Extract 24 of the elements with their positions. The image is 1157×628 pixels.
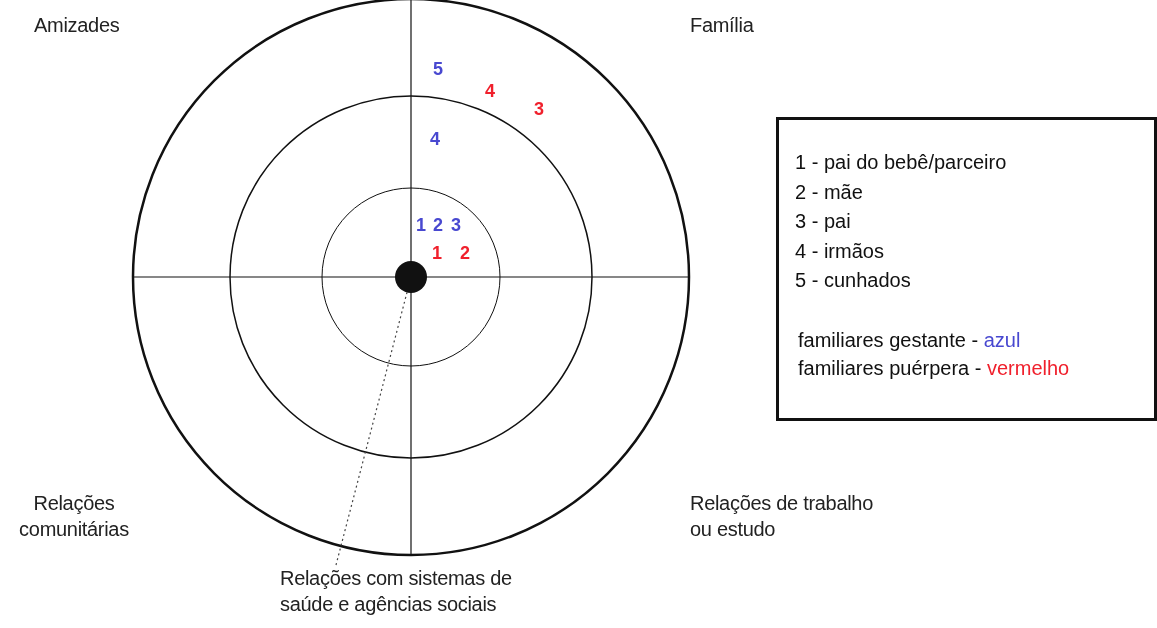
legend-entry: 1 - pai do bebê/parceiro — [795, 150, 1008, 175]
sector-label: Família — [690, 13, 755, 38]
leader-line — [335, 291, 408, 566]
sector-label: Relações com sistemas de saúde e agências sociais — [280, 566, 513, 617]
sector-label: Amizades — [34, 13, 121, 38]
number: 3 — [534, 98, 545, 120]
number: 3 — [451, 214, 462, 236]
legend-color-word: vermelho — [986, 356, 1070, 379]
sector-label: Relações de trabalho ou estudo — [690, 491, 874, 542]
number: 2 — [460, 242, 471, 264]
number: 1 — [432, 242, 443, 264]
number: 2 — [433, 214, 444, 236]
number: 1 — [416, 214, 427, 236]
number: 5 — [433, 58, 444, 80]
number: 4 — [485, 80, 496, 102]
sector-label: Relações comunitárias — [18, 491, 130, 542]
legend-entry: 3 - pai — [795, 209, 852, 234]
legend-color-word: azul — [983, 328, 1021, 351]
legend-entry: 5 - cunhados — [795, 268, 912, 293]
legend-entry: 2 - mãe — [795, 179, 864, 205]
legend-entry: familiares gestante - — [798, 328, 980, 351]
number: 4 — [430, 128, 441, 150]
legend-entry: familiares puérpera - — [798, 356, 983, 379]
legend-entry: 4 - irmãos — [795, 238, 885, 264]
